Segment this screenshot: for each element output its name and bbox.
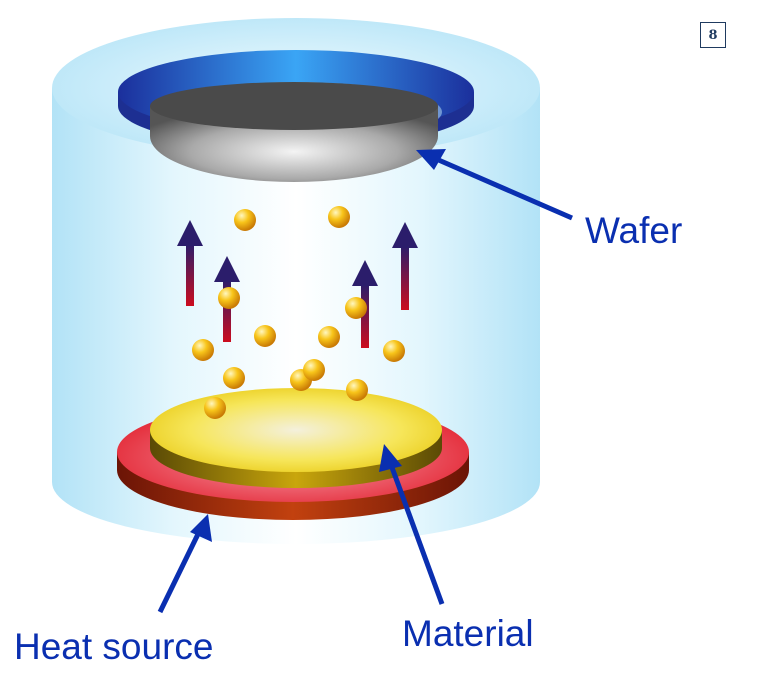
vapor-arrow-icon [177,220,203,306]
particle-icon [204,397,226,419]
wafer-pointer-arrow [416,149,573,221]
vapor-arrow-icon [392,222,418,310]
material [150,388,442,488]
wafer-label: Wafer [585,210,683,251]
particle-icon [223,367,245,389]
material-label: Material [402,613,534,654]
page-number-badge: 8 [700,22,726,48]
particle-icon [328,206,350,228]
vapor-arrow-icon [214,256,240,342]
particle-icon [318,326,340,348]
heat-source-pointer-arrow [157,514,212,614]
wafer [150,82,438,182]
particle-icon [254,325,276,347]
particle-icon [346,379,368,401]
particle-icon [218,287,240,309]
heat-source-label: Heat source [14,626,214,667]
particle-icon [192,339,214,361]
particle-icon [303,359,325,381]
vapor-arrow-icon [352,260,378,348]
particle-icon [234,209,256,231]
particle-icon [345,297,367,319]
particle-icon [383,340,405,362]
particles [192,206,405,419]
material-pointer-arrow [379,444,445,605]
vapor-arrows [177,220,418,348]
